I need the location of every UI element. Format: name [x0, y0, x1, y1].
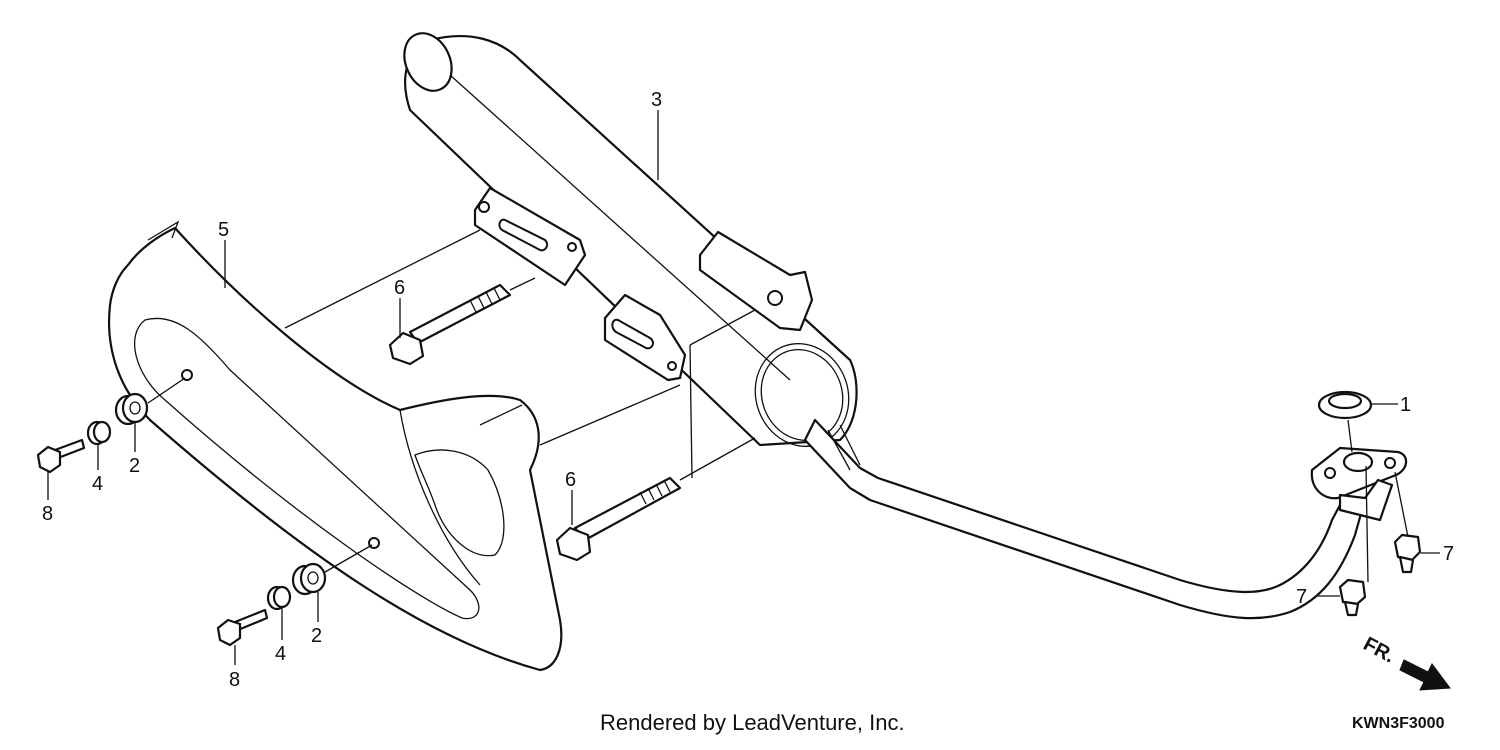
rubber-grommet-lower[interactable] — [291, 562, 327, 596]
rubber-grommet-upper[interactable] — [114, 392, 149, 426]
callout-5: 5 — [218, 219, 229, 241]
callout-leaders — [47, 110, 1440, 665]
callout-4-upper: 4 — [92, 473, 103, 495]
flange-bolt-lower[interactable] — [555, 476, 682, 562]
callout-8-lower: 8 — [229, 669, 240, 691]
callout-3: 3 — [651, 89, 662, 111]
bolt-upper[interactable] — [36, 438, 86, 474]
callout-4-lower: 4 — [275, 643, 286, 665]
flange-bolt-upper[interactable] — [388, 283, 512, 366]
callout-labels: 3 5 6 6 1 7 7 2 4 8 2 4 8 — [42, 89, 1454, 691]
nut-right[interactable] — [1393, 533, 1422, 574]
nut-left[interactable] — [1338, 578, 1367, 617]
front-direction-arrow-icon: FR. — [1360, 633, 1451, 691]
gasket[interactable] — [1317, 390, 1373, 420]
callout-7-right: 7 — [1443, 543, 1454, 565]
callout-6-upper: 6 — [394, 277, 405, 299]
diagram-code: KWN3F3000 — [1352, 715, 1445, 732]
callout-6-lower: 6 — [565, 469, 576, 491]
callout-8-upper: 8 — [42, 503, 53, 525]
footer-credit: Rendered by LeadVenture, Inc. — [600, 710, 905, 735]
callout-2-upper: 2 — [129, 455, 140, 477]
collar-upper[interactable] — [86, 420, 112, 446]
callout-7-left: 7 — [1296, 586, 1307, 608]
direction-label: FR. — [1360, 633, 1399, 668]
bolt-lower[interactable] — [216, 608, 269, 647]
exhaust-pipe[interactable] — [803, 418, 1408, 620]
muffler[interactable] — [395, 26, 863, 460]
muffler-protector[interactable] — [108, 220, 563, 672]
collar-lower[interactable] — [266, 585, 292, 611]
callout-1: 1 — [1400, 394, 1411, 416]
reference-lines — [147, 229, 1409, 583]
callout-2-lower: 2 — [311, 625, 322, 647]
